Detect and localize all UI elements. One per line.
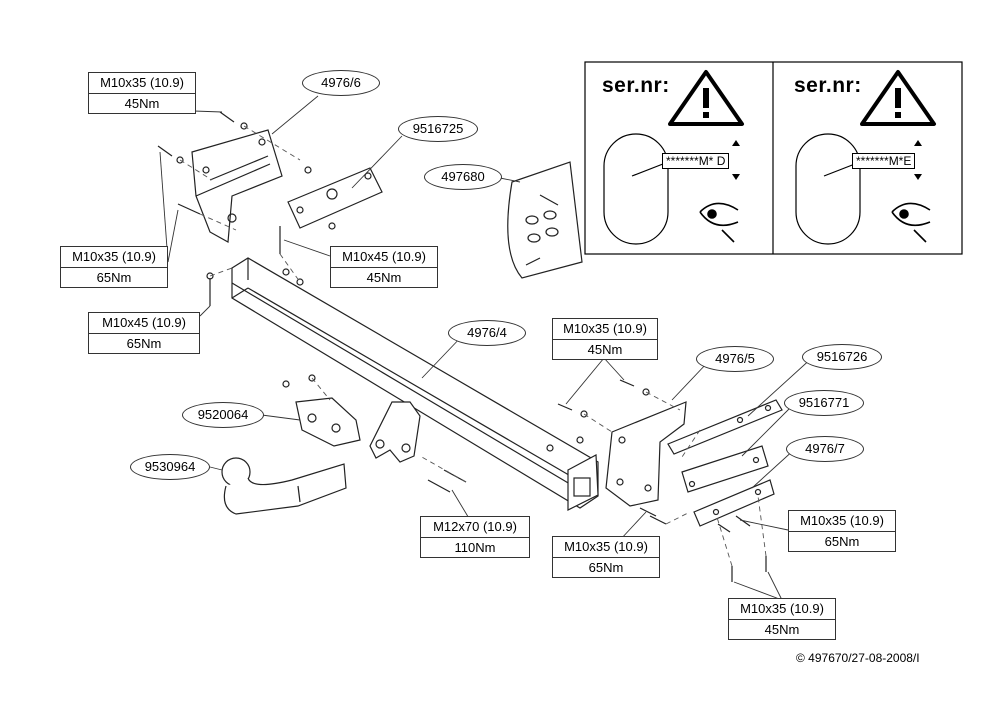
bolt-torque: 65Nm [824, 534, 860, 549]
ball-neck-9530964 [221, 457, 347, 515]
bolt-size: M10x35 (10.9) [61, 247, 167, 268]
copyright-notice: © 497670/27-08-2008/I [796, 651, 920, 665]
serial-warning-panels [584, 61, 963, 255]
socket-plate-9520064 [295, 397, 361, 447]
bolt-torque: 65Nm [96, 270, 132, 285]
loose-bolts [157, 111, 767, 582]
bolt-torque: 65Nm [588, 560, 624, 575]
bolt-torque: 65Nm [126, 336, 162, 351]
height-arrow-icon-right [914, 140, 922, 180]
crossbar-4976-4 [231, 257, 599, 511]
part-label-4976-5: 4976/5 [696, 346, 774, 372]
eye-icon-right [891, 202, 931, 243]
height-arrow-icon-left [732, 140, 740, 180]
bolt-spec-box: M10x35 (10.9) 45Nm [728, 598, 836, 640]
eye-icon-left [699, 202, 739, 243]
strip-9516771 [681, 445, 769, 493]
bolt-torque: 45Nm [764, 622, 800, 637]
bolt-spec-box: M10x35 (10.9) 65Nm [60, 246, 168, 288]
bolt-spec-box: M10x35 (10.9) 45Nm [88, 72, 196, 114]
bolt-size: M12x70 (10.9) [421, 517, 529, 538]
part-label-9520064: 9520064 [182, 402, 264, 428]
serial-title-left: ser.nr: [602, 74, 670, 97]
serial-code-right: *******M*E [852, 153, 916, 169]
bolt-spec-box: M12x70 (10.9) 110Nm [420, 516, 530, 558]
bolt-torque: 110Nm [454, 540, 496, 555]
bolt-torque: 45Nm [587, 342, 623, 357]
bolt-torque: 45Nm [124, 96, 160, 111]
bolt-spec-box: M10x45 (10.9) 45Nm [330, 246, 438, 288]
part-label-4976-6: 4976/6 [302, 70, 380, 96]
strip-9516726 [667, 399, 783, 455]
bolt-spec-box: M10x35 (10.9) 45Nm [552, 318, 658, 360]
part-label-9516726: 9516726 [802, 344, 882, 370]
warning-triangle-icon-right [860, 70, 936, 126]
bolt-torque: 45Nm [366, 270, 402, 285]
bolt-spec-box: M10x35 (10.9) 65Nm [552, 536, 660, 578]
bolt-size: M10x35 (10.9) [89, 73, 195, 94]
serial-code-left: *******M* D [662, 153, 730, 169]
plate-9516725 [287, 167, 383, 229]
center-bracket [369, 401, 421, 463]
bolt-size: M10x35 (10.9) [553, 319, 657, 340]
bolt-spec-box: M10x45 (10.9) 65Nm [88, 312, 200, 354]
bracket-4976-7 [693, 479, 775, 527]
serial-title-right: ser.nr: [794, 74, 862, 97]
warning-triangle-icon-left [668, 70, 744, 126]
bolt-size: M10x45 (10.9) [331, 247, 437, 268]
bolt-size: M10x45 (10.9) [89, 313, 199, 334]
bolt-bag-497680 [507, 161, 583, 279]
bolt-spec-box: M10x35 (10.9) 65Nm [788, 510, 896, 552]
bolt-size: M10x35 (10.9) [729, 599, 835, 620]
left-bracket-4976-6 [191, 129, 283, 243]
part-label-9516725: 9516725 [398, 116, 478, 142]
part-label-4976-4: 4976/4 [448, 320, 526, 346]
part-label-9516771: 9516771 [784, 390, 864, 416]
part-label-9530964: 9530964 [130, 454, 210, 480]
part-label-4976-7: 4976/7 [786, 436, 864, 462]
bolt-size: M10x35 (10.9) [789, 511, 895, 532]
bolt-size: M10x35 (10.9) [553, 537, 659, 558]
right-bracket-4976-5 [605, 401, 687, 507]
part-label-497680: 497680 [424, 164, 502, 190]
